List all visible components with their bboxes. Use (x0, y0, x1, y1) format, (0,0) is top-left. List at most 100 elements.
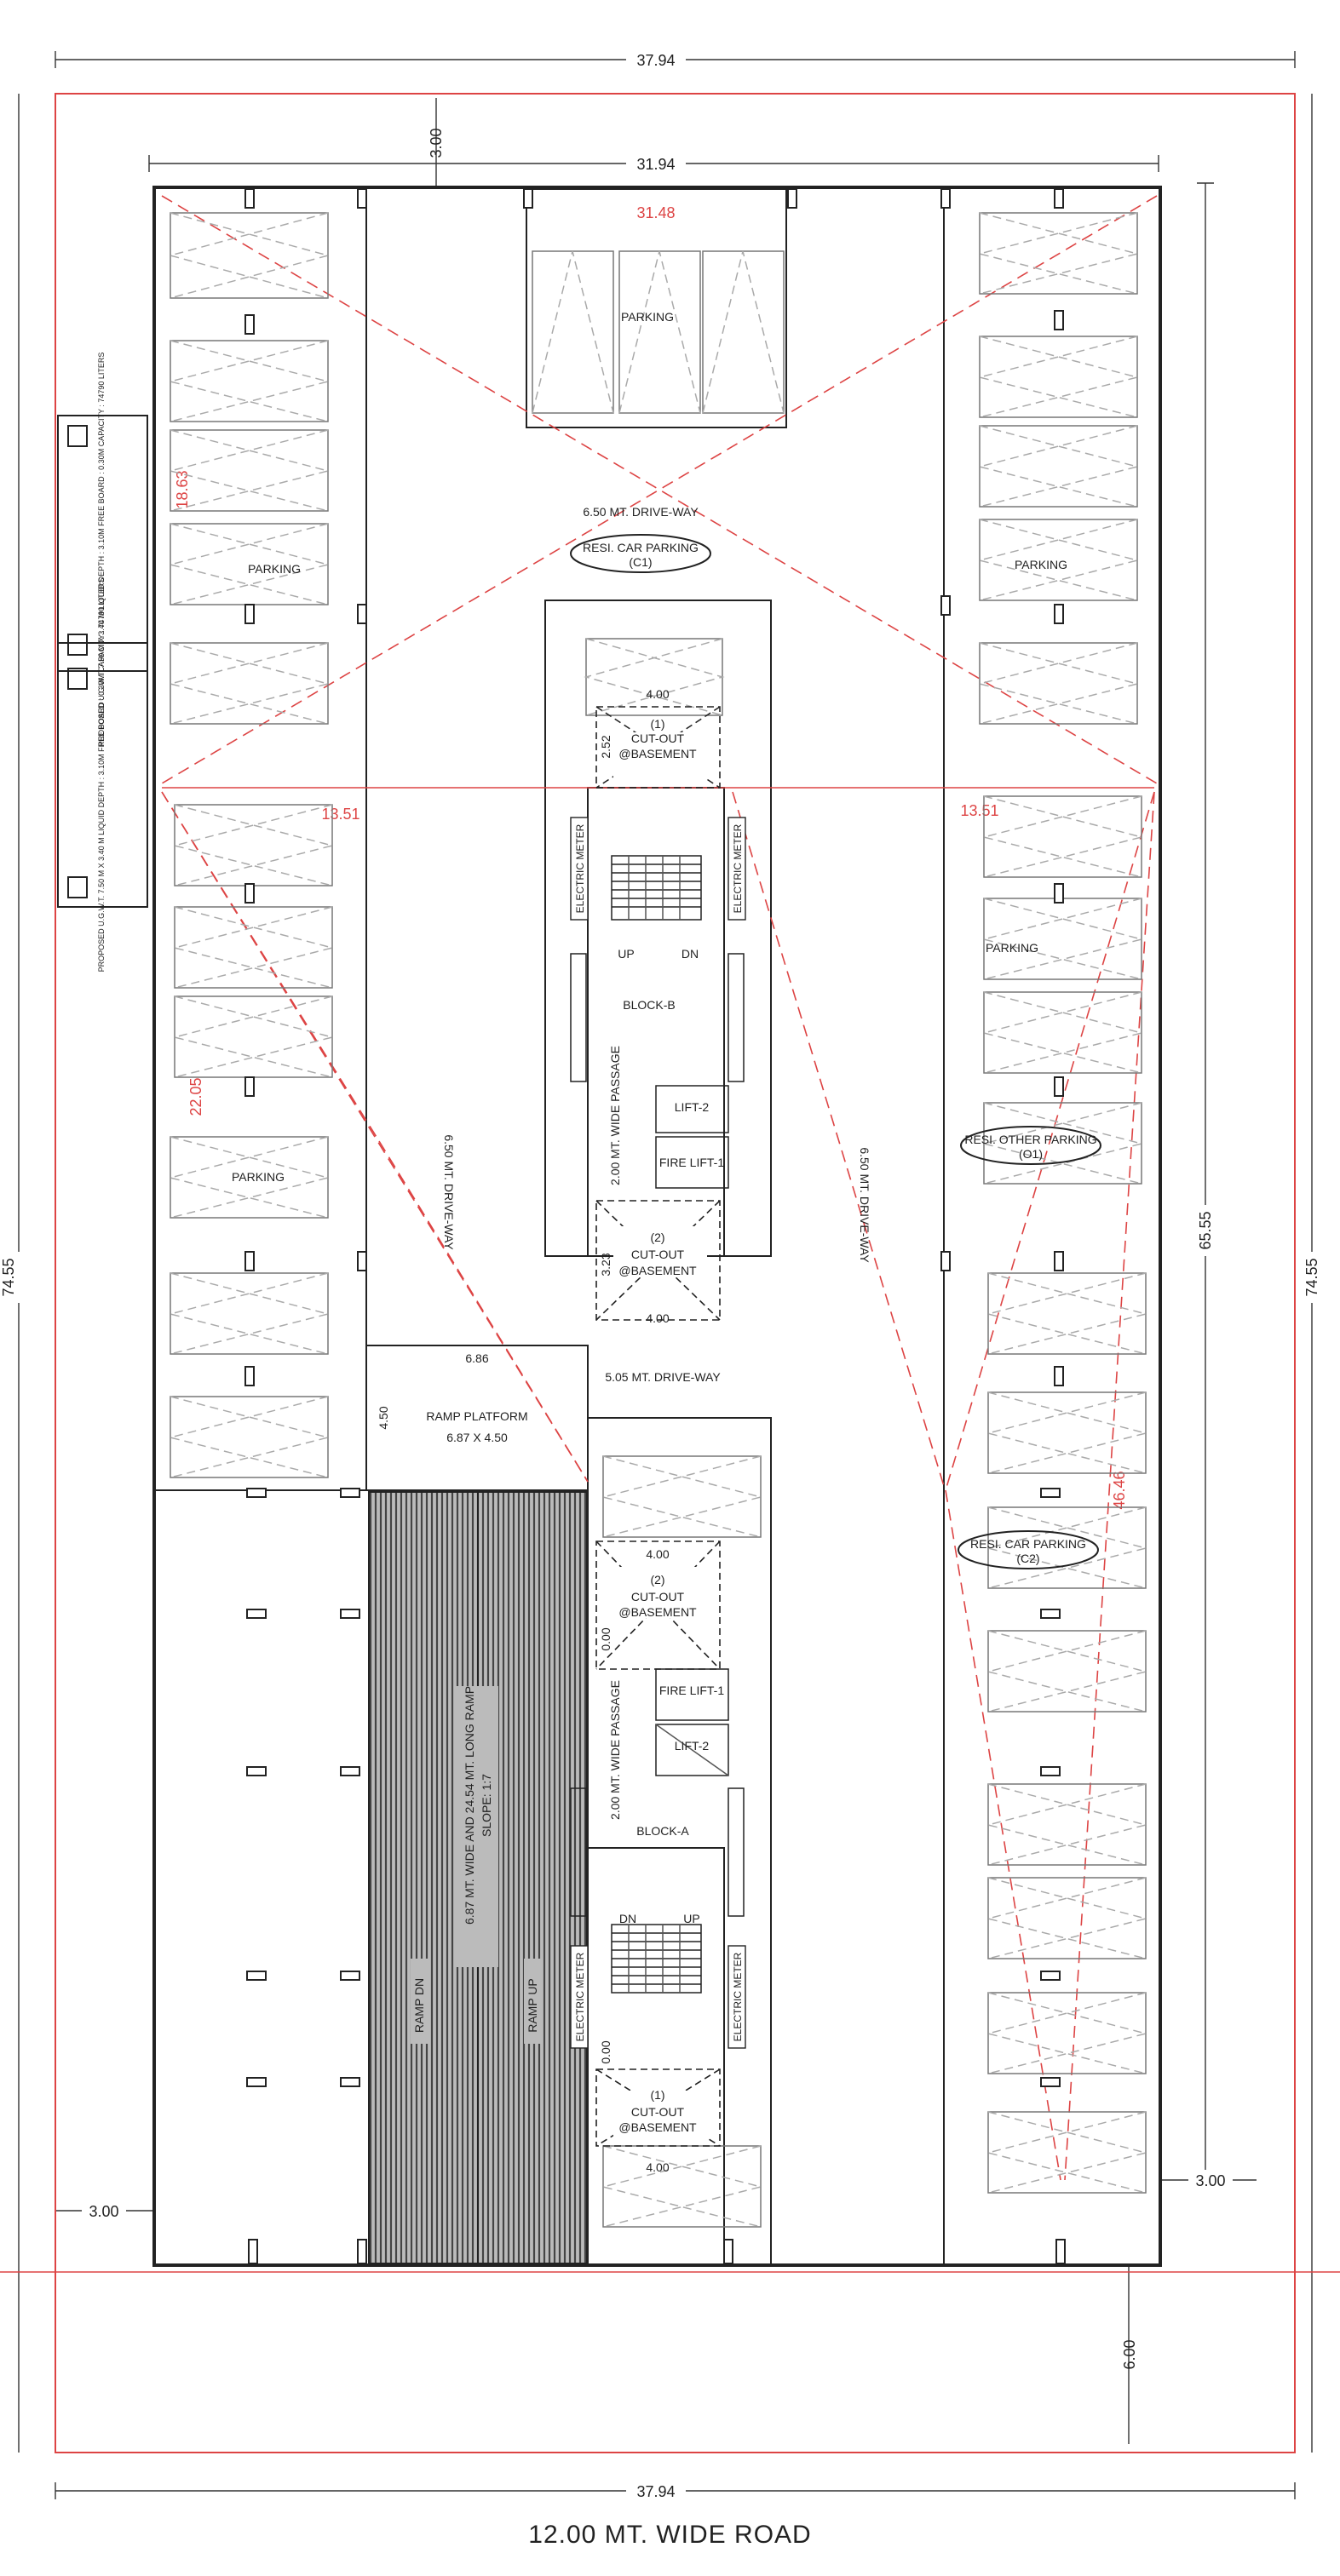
dim-setback-left: 3.00 (89, 2203, 118, 2220)
parking-bay (174, 995, 333, 1078)
label-block-a: BLOCK-A (636, 1824, 689, 1838)
zone-ellipses (570, 534, 1101, 1569)
dim-left-overall: 74.55 (0, 1258, 17, 1296)
stair-core-a (570, 1668, 745, 1994)
top-parking-bays (532, 250, 785, 414)
label-electric-meter: ELECTRIC METER (574, 1952, 586, 2041)
plot-boundary (55, 93, 1296, 2453)
cutout-1-depth: 2.52 (599, 735, 612, 758)
parking-bay (987, 2111, 1147, 2194)
parking-bay (987, 1391, 1147, 1474)
label-parking-right-1: PARKING (1015, 558, 1067, 571)
cutout-4-text: CUT-OUT (631, 2105, 685, 2119)
label-ramp-platform: RAMP PLATFORM (426, 1409, 527, 1423)
label-driveway-mid: 5.05 MT. DRIVE-WAY (605, 1370, 721, 1384)
label-driveway-right: 6.50 MT. DRIVE-WAY (858, 1147, 871, 1263)
stair-core-b (570, 855, 745, 1189)
parking-bay (170, 1396, 329, 1478)
water-tanks (57, 415, 148, 908)
parking-bay (979, 336, 1138, 418)
parking-bay (979, 519, 1138, 601)
parking-bay (979, 212, 1138, 295)
cutout-3-number: (2) (650, 1573, 664, 1586)
label-ramp-up: RAMP UP (526, 1978, 539, 2033)
label-lift-2-b: LIFT-2 (675, 1100, 710, 1114)
parking-bay (987, 1783, 1147, 1866)
parking-bay (983, 898, 1142, 980)
parking-bay (987, 1506, 1147, 1589)
label-dn-b: DN (682, 947, 699, 961)
cutout-4-depth: 0.00 (599, 2040, 612, 2063)
label-ramp-slope: SLOPE: 1:7 (480, 1774, 493, 1837)
columns (244, 188, 1066, 2264)
label-parking-right-2: PARKING (986, 941, 1038, 955)
parking-bay (983, 991, 1142, 1074)
cutout-1-width: 4.00 (646, 687, 669, 701)
label-fire-lift-a: FIRE LIFT-1 (659, 1684, 724, 1697)
cutout-2-depth: 3.23 (599, 1253, 612, 1276)
parking-bay (174, 906, 333, 989)
red-dim-left-lower: 22.05 (187, 1077, 204, 1116)
cutout-1-number: (1) (650, 717, 664, 731)
plan-labels: PARKING PARKING PARKING PARKING PARKING … (97, 310, 1097, 2174)
dimension-texts: 37.94 31.94 3.00 74.55 74.55 65.55 37.94… (0, 49, 1324, 2501)
label-parking-left-2: PARKING (232, 1170, 285, 1184)
label-passage-b: 2.00 MT. WIDE PASSAGE (608, 1046, 622, 1185)
label-ramp-long: 6.87 MT. WIDE AND 24.54 MT. LONG RAMP (463, 1686, 476, 1925)
parking-bay (987, 1630, 1147, 1713)
ramp-label-backing (456, 1686, 498, 1967)
cutout-2-basement: @BASEMENT (618, 1264, 697, 1277)
red-dimension-texts: 31.48 18.63 13.51 13.51 22.05 46.46 (174, 204, 1128, 1510)
cutout-1-basement: @BASEMENT (618, 747, 697, 760)
red-dim-right-lower: 46.46 (1111, 1471, 1128, 1509)
label-lift-2-a: LIFT-2 (675, 1739, 710, 1753)
cutout-1-text: CUT-OUT (631, 731, 685, 745)
cutout-2-width: 4.00 (646, 1311, 669, 1325)
red-dim-right-mid: 13.51 (960, 802, 998, 819)
label-passage-a: 2.00 MT. WIDE PASSAGE (608, 1680, 622, 1820)
label-parking-top: PARKING (621, 310, 674, 324)
cutout-2-text: CUT-OUT (631, 1248, 685, 1261)
parking-bay (174, 804, 333, 886)
label-block-b: BLOCK-B (623, 998, 675, 1012)
electric-meter-boxes (570, 817, 746, 2049)
label-electric-meter: ELECTRIC METER (732, 823, 744, 913)
label-ramp-dn: RAMP DN (412, 1978, 426, 2033)
ramp-dim-height: 4.50 (377, 1406, 390, 1429)
label-driveway-top: 6.50 MT. DRIVE-WAY (583, 505, 699, 519)
dim-setback-bottom: 6.00 (1121, 2339, 1138, 2369)
dim-right-overall: 74.55 (1303, 1258, 1320, 1296)
label-resi-car-c2: RESI. CAR PARKING (970, 1537, 1086, 1551)
cutout-4-basement: @BASEMENT (618, 2120, 697, 2134)
dim-setback-right: 3.00 (1195, 2172, 1225, 2189)
label-resi-car-c2-code: (C2) (1016, 1552, 1039, 1565)
parking-bay (979, 642, 1138, 725)
tank-1-label: PROPOSED U.G.W.T. 7.50 M X 3.40 M LIQUID… (97, 353, 106, 747)
tank-2-label: PROPOSED U.G.W.T. 7.50 M X 3.40 M LIQUID… (97, 578, 106, 972)
label-parking-left-1: PARKING (248, 562, 301, 576)
label-driveway-left: 6.50 MT. DRIVE-WAY (442, 1134, 456, 1250)
parking-bay (170, 429, 329, 512)
parking-bay (987, 1272, 1147, 1355)
parking-bay (168, 212, 331, 299)
cutout-3-width: 4.00 (646, 1547, 669, 1561)
ramp-dim-width: 6.86 (465, 1351, 488, 1365)
parking-bay (170, 1136, 329, 1219)
dim-right-inner: 65.55 (1197, 1211, 1214, 1249)
parking-bay (983, 1102, 1142, 1185)
red-dim-left-upper: 18.63 (174, 470, 191, 508)
cutout-4-number: (1) (650, 2088, 664, 2102)
parking-bay (170, 340, 329, 422)
red-dim-top: 31.48 (636, 204, 675, 221)
label-fire-lift-b: FIRE LIFT-1 (659, 1156, 724, 1169)
dim-inner-top: 31.94 (636, 156, 675, 173)
label-resi-car-c1: RESI. CAR PARKING (583, 541, 699, 554)
parking-bay (987, 1877, 1147, 1959)
label-up-a: UP (683, 1912, 699, 1925)
dim-bottom-overall: 37.94 (636, 2483, 675, 2500)
label-up-b: UP (618, 947, 634, 961)
cutout-2-number: (2) (650, 1231, 664, 1244)
cutout-4-width: 4.00 (646, 2160, 669, 2174)
red-dim-left-mid: 13.51 (321, 806, 359, 823)
